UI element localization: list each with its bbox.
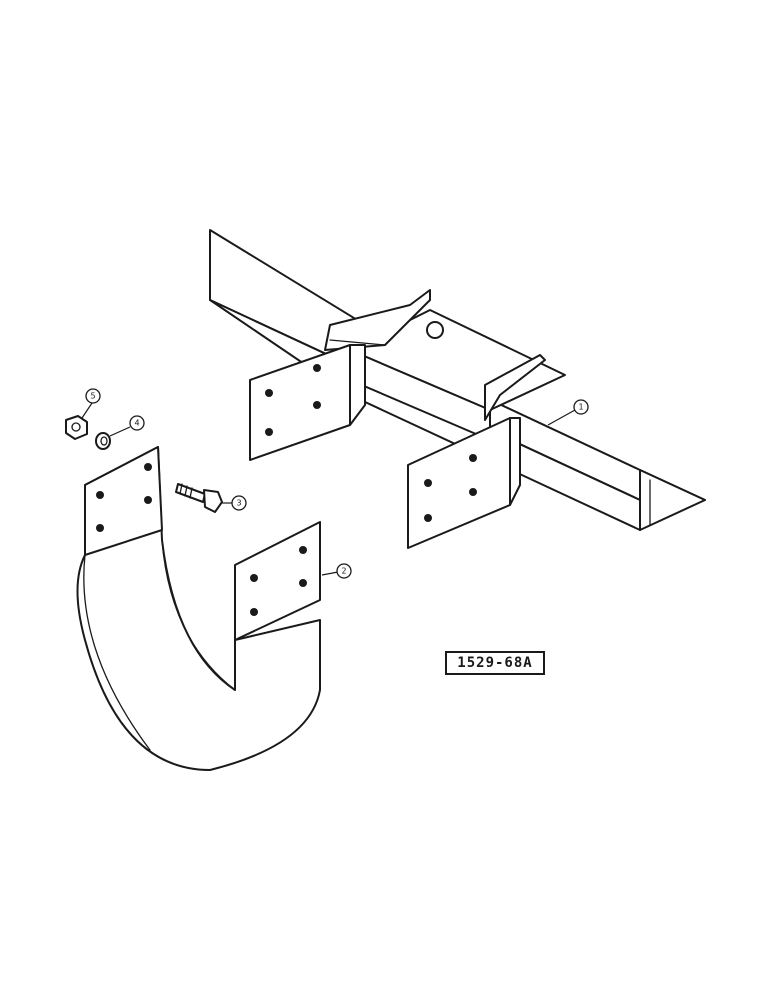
plate-hole — [265, 428, 273, 436]
leader-1 — [547, 409, 576, 426]
right-mount-plate-edge — [509, 417, 521, 506]
cross-beam-hole — [426, 321, 444, 339]
bolt-thread — [189, 487, 193, 499]
strap-hole — [96, 491, 104, 499]
plate-hole — [469, 454, 477, 462]
strap-hole — [96, 524, 104, 532]
leader-5 — [81, 402, 93, 419]
callout-2-number: 2 — [341, 567, 346, 576]
u-strap-left-tab — [84, 446, 163, 556]
u-strap — [76, 446, 339, 771]
callout-3: 3 — [231, 495, 247, 511]
left-mount-plate-edge — [349, 344, 366, 426]
plate-hole — [265, 389, 273, 397]
frame-bracket-assembly — [209, 229, 706, 549]
strap-hole — [250, 574, 258, 582]
strap-hole — [250, 608, 258, 616]
plate-hole — [424, 514, 432, 522]
hex-nut-bore — [71, 422, 81, 432]
callout-1: 1 — [573, 399, 589, 415]
lock-washer-ring — [95, 432, 111, 450]
lock-washer-inner — [100, 436, 108, 446]
lock-washer — [95, 426, 131, 450]
u-strap-inner-edge — [161, 539, 236, 691]
callout-3-number: 3 — [236, 499, 241, 508]
callout-4: 4 — [129, 415, 145, 431]
strap-hole — [299, 546, 307, 554]
strap-hole — [299, 579, 307, 587]
bolt-head — [203, 489, 223, 513]
figure-label: 1529-68A — [445, 651, 545, 675]
callout-1-number: 1 — [578, 403, 583, 412]
saddle-clip-right — [484, 354, 546, 421]
hex-nut-body — [65, 415, 88, 440]
strap-hole — [144, 463, 152, 471]
saddle-clip — [324, 289, 431, 351]
callout-4-number: 4 — [134, 419, 139, 428]
plate-hole — [313, 401, 321, 409]
plate-hole — [313, 364, 321, 372]
callout-5-number: 5 — [90, 392, 95, 401]
leader-4 — [109, 426, 131, 437]
callout-2: 2 — [336, 563, 352, 579]
callout-5: 5 — [85, 388, 101, 404]
u-strap-front-edge — [83, 554, 151, 751]
saddle-clip-edge — [329, 339, 386, 346]
bolt — [175, 483, 232, 513]
leader-2 — [321, 571, 339, 576]
plate-hole — [469, 488, 477, 496]
plate-hole — [424, 479, 432, 487]
hex-nut — [65, 402, 93, 440]
beam-channel-end — [639, 469, 706, 531]
left-mount-plate — [249, 344, 351, 461]
bolt-thread — [179, 483, 183, 495]
strap-hole — [144, 496, 152, 504]
bolt-thread — [184, 485, 188, 497]
